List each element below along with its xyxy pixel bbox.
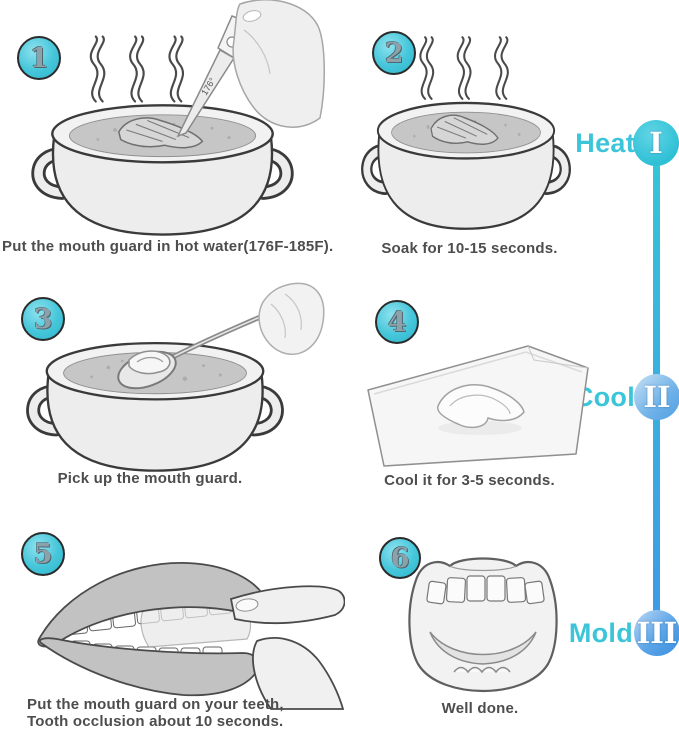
step-3-number: 3: [33, 303, 53, 335]
hand-with-spoon-illustration: [117, 282, 325, 390]
step-4-number: 4: [387, 306, 407, 338]
step-6-caption: Well done.: [441, 700, 519, 717]
finger: [229, 585, 345, 624]
step-4-number-badge: 4: [375, 300, 419, 344]
step-6-number: 6: [390, 542, 410, 574]
hand: [252, 637, 345, 710]
step-6-number-badge: 6: [379, 537, 421, 579]
step-5-number: 5: [33, 538, 53, 570]
upper-teeth-impression: [426, 575, 545, 605]
mouth-guard-cooling: [436, 384, 525, 435]
step-1-number: 1: [29, 42, 49, 74]
timeline-numeral-1: I: [649, 125, 663, 160]
step-3-caption: Pick up the mouth guard.: [57, 470, 243, 487]
step-1-caption: Put the mouth guard in hot water(176F-18…: [2, 238, 334, 255]
timeline-numeral-2: II: [643, 379, 671, 414]
timeline-stage-mold-circle: III: [634, 610, 679, 656]
mouth-biting-guard-illustration: [37, 562, 345, 710]
pot-soaking-illustration: [352, 90, 580, 238]
cooling-sheet-illustration: [367, 345, 589, 467]
timeline-stage-heat-circle: I: [633, 120, 679, 166]
lower-teeth-impression: [453, 666, 511, 674]
hand: [258, 282, 325, 355]
step-2-number: 2: [384, 37, 404, 69]
step-1-number-badge: 1: [17, 36, 61, 80]
mouth-cavity: [429, 631, 537, 665]
timeline-label-mold: Mold: [568, 618, 633, 648]
fingernail: [242, 10, 262, 22]
step-4-caption: Cool it for 3-5 seconds.: [384, 472, 555, 489]
step-3-number-badge: 3: [21, 297, 65, 341]
timeline-numeral-3: III: [636, 615, 678, 650]
molded-guard-illustration: [408, 557, 558, 693]
step-5-caption: Put the mouth guard on your teeth, Tooth…: [27, 696, 284, 730]
hand: [232, 0, 325, 128]
fingernail: [235, 598, 259, 612]
step-2-number-badge: 2: [372, 31, 416, 75]
step-2-caption: Soak for 10-15 seconds.: [381, 240, 558, 257]
timeline-stage-cool-circle: II: [634, 374, 679, 420]
hand-with-thermometer-illustration: 176°: [176, 0, 325, 138]
mouth-guard-on-spoon: [128, 350, 171, 375]
step-5-number-badge: 5: [21, 532, 65, 576]
timeline-label-heat: Heat: [575, 128, 635, 158]
